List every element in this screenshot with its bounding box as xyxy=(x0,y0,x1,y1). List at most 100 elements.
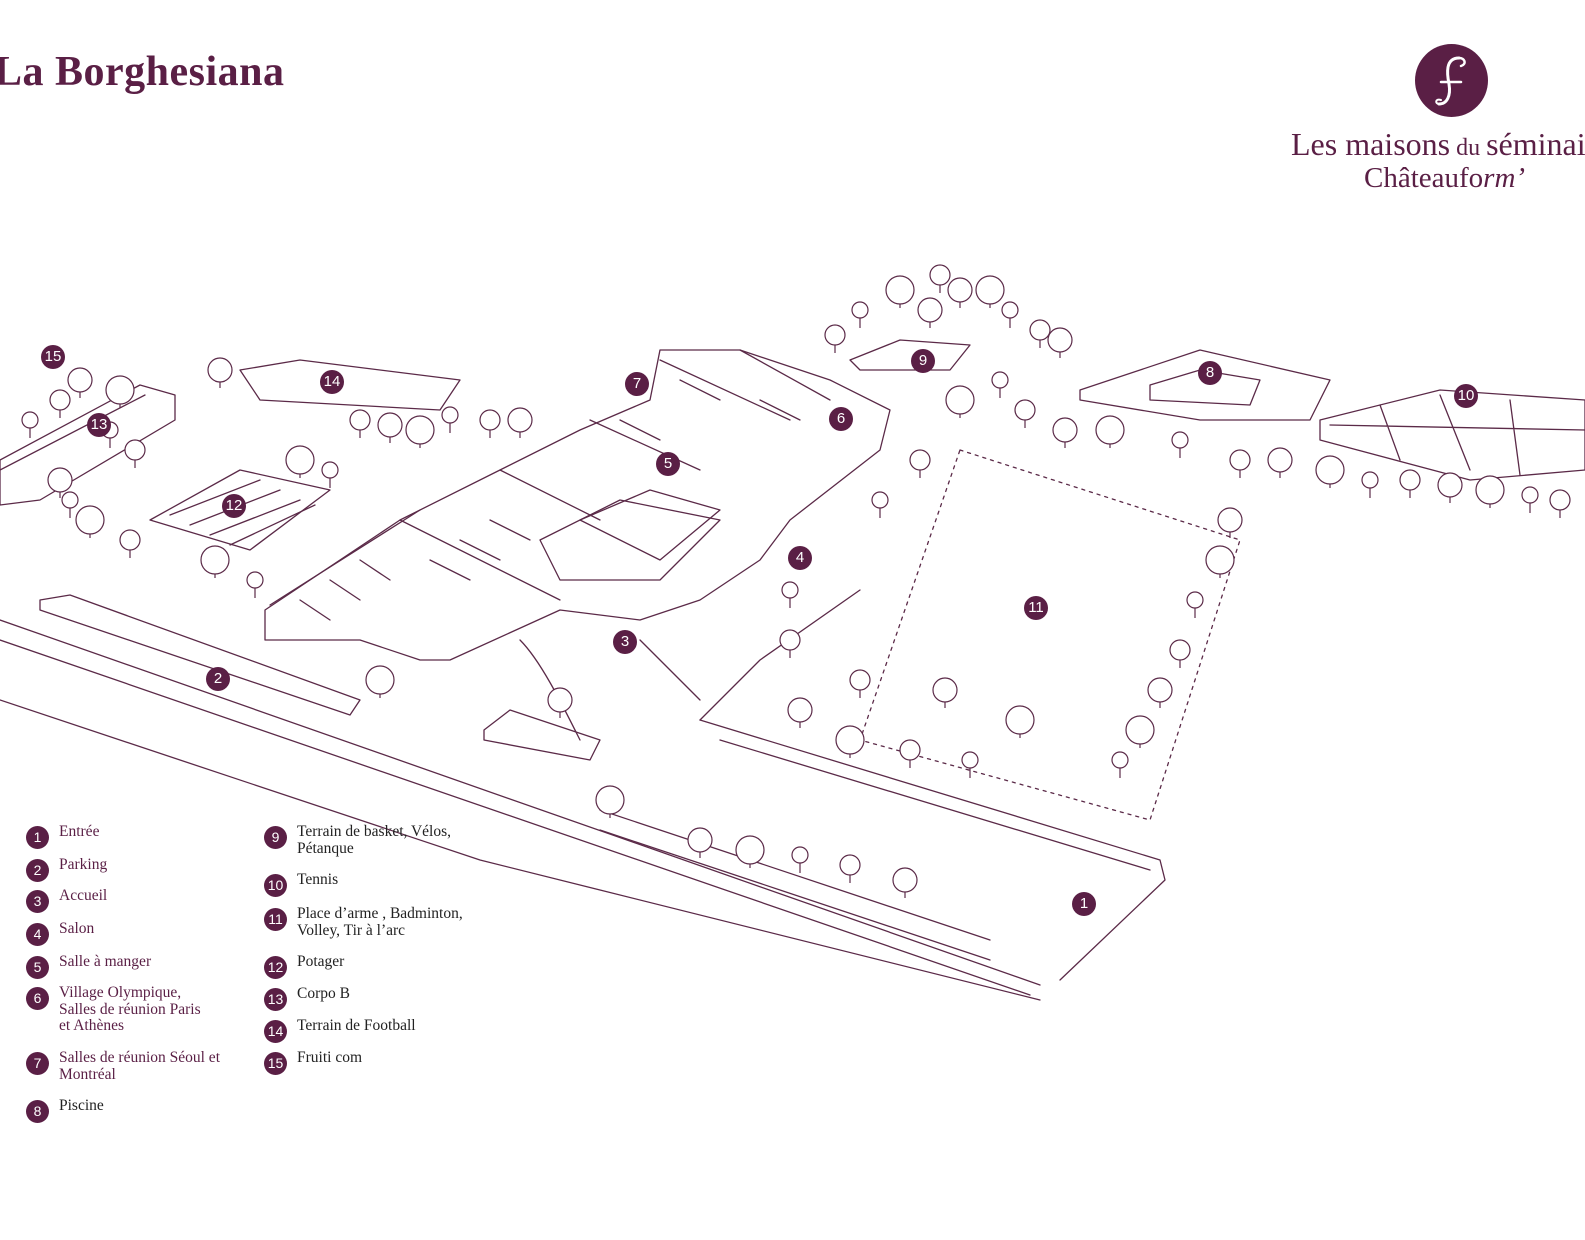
legend-item-13[interactable]: 13 Corpo B xyxy=(264,985,474,1011)
pool xyxy=(1149,369,1261,406)
tree-canopy xyxy=(61,491,79,509)
legend-item-8[interactable]: 8 Piscine xyxy=(26,1097,226,1123)
legend-number: 11 xyxy=(264,908,287,931)
brand-subname: Châteauform’ xyxy=(1364,162,1525,195)
tree-canopy xyxy=(851,301,869,319)
tree-canopy xyxy=(781,581,799,599)
road-edge xyxy=(0,699,1041,1001)
map-marker-14[interactable]: 14 xyxy=(320,370,344,394)
map-marker-2[interactable]: 2 xyxy=(206,667,230,691)
corpo-b xyxy=(0,384,176,506)
legend-item-6[interactable]: 6 Village Olympique, Salles de réunion P… xyxy=(26,984,206,1035)
tennis-lines xyxy=(1329,394,1585,476)
courtyard xyxy=(579,489,721,561)
tree-canopy xyxy=(1229,449,1251,471)
brand-name-c: séminai xyxy=(1486,126,1585,162)
tree-canopy xyxy=(735,835,765,865)
legend-label: Fruiti com xyxy=(297,1049,363,1066)
map-marker-7[interactable]: 7 xyxy=(625,372,649,396)
tree-canopy xyxy=(1205,545,1235,575)
legend-item-11[interactable]: 11 Place d’arme , Badminton, Volley, Tir… xyxy=(264,905,489,939)
tree-canopy xyxy=(365,665,395,695)
path xyxy=(639,639,701,701)
site-map xyxy=(0,264,1585,1001)
legend-label: Corpo B xyxy=(297,985,350,1002)
legend-label: Terrain de Football xyxy=(297,1017,416,1034)
legend-item-2[interactable]: 2 Parking xyxy=(26,856,226,882)
fence xyxy=(599,809,991,961)
tree-canopy xyxy=(1361,471,1379,489)
legend-item-3[interactable]: 3 Accueil xyxy=(26,887,226,913)
tree-canopy xyxy=(507,407,533,433)
tree-canopy xyxy=(899,739,921,761)
tree-canopy xyxy=(839,854,861,876)
legend-item-12[interactable]: 12 Potager xyxy=(264,953,474,979)
legend-item-5[interactable]: 5 Salle à manger xyxy=(26,953,226,979)
map-marker-12[interactable]: 12 xyxy=(222,494,246,518)
legend-label: Salle à manger xyxy=(59,953,152,970)
tree-canopy xyxy=(975,275,1005,305)
garden xyxy=(149,469,331,551)
tree-canopy xyxy=(207,357,233,383)
legend-number: 12 xyxy=(264,956,287,979)
tree-canopy xyxy=(124,439,146,461)
tree-canopy xyxy=(871,491,889,509)
tree-canopy xyxy=(1111,751,1129,769)
map-marker-3[interactable]: 3 xyxy=(613,630,637,654)
legend-item-10[interactable]: 10 Tennis xyxy=(264,871,474,897)
legend-item-4[interactable]: 4 Salon xyxy=(26,920,226,946)
tree-canopy xyxy=(1095,415,1125,445)
legend-number: 13 xyxy=(264,988,287,1011)
road-edge xyxy=(0,639,1031,996)
tree-canopy xyxy=(405,415,435,445)
brand-logo xyxy=(1415,44,1488,117)
tree-canopy xyxy=(991,371,1009,389)
field-outline xyxy=(859,449,1241,821)
brand-name: Les maisons du séminai xyxy=(1291,126,1585,163)
map-marker-8[interactable]: 8 xyxy=(1198,361,1222,385)
map-marker-13[interactable]: 13 xyxy=(87,413,111,437)
map-marker-15[interactable]: 15 xyxy=(41,345,65,369)
legend-item-14[interactable]: 14 Terrain de Football xyxy=(264,1017,474,1043)
legend-label: Village Olympique, Salles de réunion Par… xyxy=(59,984,201,1034)
tree-canopy xyxy=(349,409,371,431)
legend-label: Potager xyxy=(297,953,345,970)
legend-number: 3 xyxy=(26,890,49,913)
map-marker-11[interactable]: 11 xyxy=(1024,596,1048,620)
tree-canopy xyxy=(479,409,501,431)
legend-number: 15 xyxy=(264,1052,287,1075)
legend-number: 7 xyxy=(26,1052,49,1075)
legend-item-7[interactable]: 7 Salles de réunion Séoul et Montréal xyxy=(26,1049,241,1083)
tree-canopy xyxy=(1399,469,1421,491)
legend-number: 2 xyxy=(26,859,49,882)
legend-label: Place d’arme , Badminton, Volley, Tir à … xyxy=(297,905,463,939)
legend-label: Tennis xyxy=(297,871,339,888)
main-building-roof xyxy=(269,349,831,606)
map-marker-9[interactable]: 9 xyxy=(911,349,935,373)
tree-canopy xyxy=(67,367,93,393)
legend-item-1[interactable]: 1 Entrée xyxy=(26,823,226,849)
tree-canopy xyxy=(21,411,39,429)
page-title: La Borghesiana xyxy=(0,49,285,95)
tree-canopy xyxy=(1186,591,1204,609)
map-marker-5[interactable]: 5 xyxy=(656,452,680,476)
tree-canopy xyxy=(47,467,73,493)
brand-subname-b: rm’ xyxy=(1483,162,1526,194)
map-marker-6[interactable]: 6 xyxy=(829,407,853,431)
legend-label: Salles de réunion Séoul et Montréal xyxy=(59,1049,220,1083)
map-marker-1[interactable]: 1 xyxy=(1072,892,1096,916)
legend-number: 14 xyxy=(264,1020,287,1043)
legend-item-15[interactable]: 15 Fruiti com xyxy=(264,1049,474,1075)
map-marker-4[interactable]: 4 xyxy=(788,546,812,570)
brand-subname-a: Châteaufo xyxy=(1364,162,1484,194)
tree-canopy xyxy=(595,785,625,815)
tree-canopy xyxy=(961,751,979,769)
tree-canopy xyxy=(441,406,459,424)
tree-canopy xyxy=(835,725,865,755)
legend-item-9[interactable]: 9 Terrain de basket, Vélos, Pétanque xyxy=(264,823,474,857)
map-marker-10[interactable]: 10 xyxy=(1454,384,1478,408)
legend-number: 10 xyxy=(264,874,287,897)
tree-canopy xyxy=(791,846,809,864)
road-edge xyxy=(0,619,1041,986)
tree-canopy xyxy=(246,571,264,589)
